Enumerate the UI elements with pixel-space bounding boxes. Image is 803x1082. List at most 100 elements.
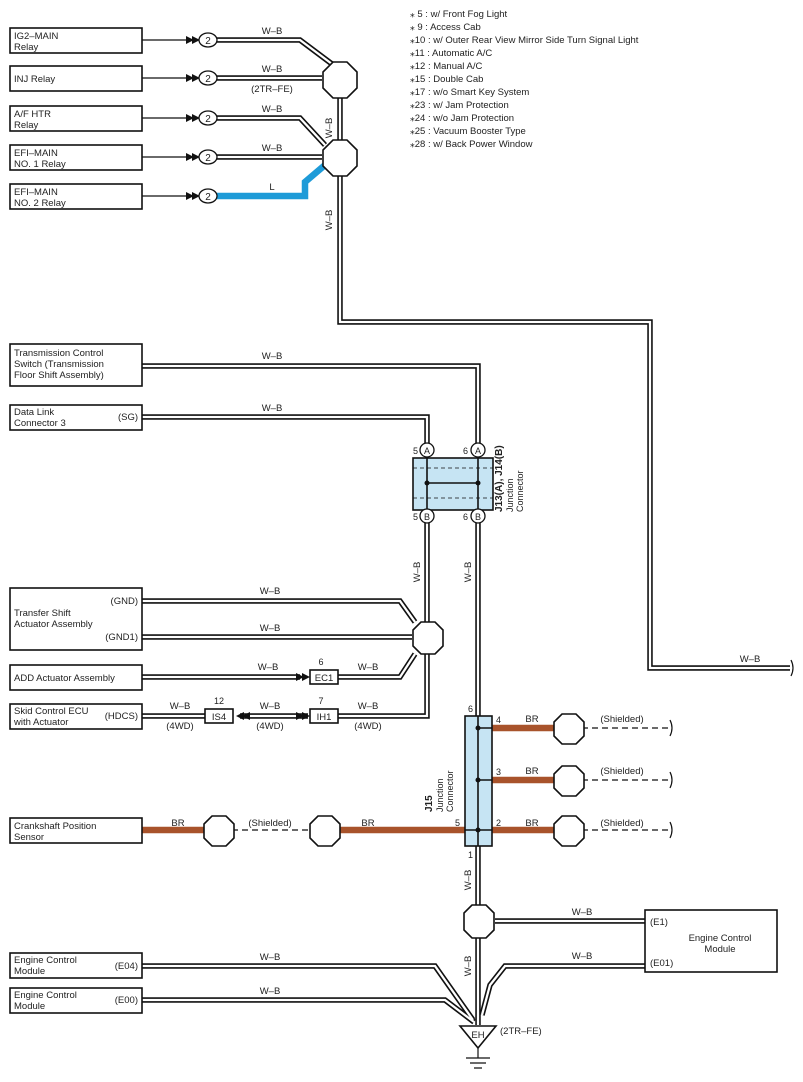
svg-text:J13(A), J14(B): J13(A), J14(B): [494, 445, 505, 512]
splice-lower: [322, 139, 358, 177]
component-engine-control-module-right: (E1) (E01) Engine Control Module: [644, 909, 778, 973]
svg-text:Junction: Junction: [435, 778, 445, 812]
svg-text:EH: EH: [471, 1030, 484, 1041]
legend-line: ⁎ 5 : w/ Front Fog Light: [410, 9, 508, 20]
component-transfer-shift-actuator: Transfer Shift Actuator Assembly (GND) (…: [9, 587, 143, 651]
legend-line: ⁎25 : Vacuum Booster Type: [410, 126, 526, 137]
svg-text:B: B: [424, 512, 430, 522]
shield-splice: [553, 815, 585, 847]
svg-text:IG2–MAIN: IG2–MAIN: [14, 31, 58, 42]
svg-text:NO. 1 Relay: NO. 1 Relay: [14, 159, 66, 170]
component-efi-main-no1-relay: EFI–MAIN NO. 1 Relay: [9, 144, 143, 171]
svg-text:6: 6: [318, 657, 323, 667]
svg-text:A: A: [475, 446, 481, 456]
svg-text:Module: Module: [704, 944, 735, 955]
svg-text:(HDCS): (HDCS): [105, 711, 138, 722]
junction-connector-j15: 6 4 3 2 5 1 J15 Junction Connector: [424, 704, 501, 860]
legend-line: ⁎15 : Double Cab: [410, 74, 483, 85]
svg-text:5: 5: [455, 818, 460, 828]
relay-pins: 2 2 2 2 2: [142, 32, 218, 204]
blue-wire: [216, 162, 328, 200]
junction-connector-j13-j14: A A B B 5 6 5 6 J13(A), J14(B) Junction …: [412, 442, 525, 524]
svg-text:2: 2: [205, 114, 211, 125]
svg-text:EFI–MAIN: EFI–MAIN: [14, 148, 58, 159]
relay-pin-inj: 2: [186, 70, 218, 86]
svg-text:6: 6: [468, 704, 473, 714]
svg-text:W–B: W–B: [262, 143, 283, 154]
svg-text:W–B: W–B: [463, 956, 474, 977]
svg-text:W–B: W–B: [258, 662, 279, 673]
svg-text:A: A: [424, 446, 430, 456]
legend-line: ⁎12 : Manual A/C: [410, 61, 482, 72]
svg-text:3: 3: [496, 767, 501, 777]
inline-connector-ec1: EC1 6: [296, 657, 339, 685]
svg-text:Relay: Relay: [14, 42, 39, 53]
svg-text:Floor Shift Assembly): Floor Shift Assembly): [14, 370, 104, 381]
svg-text:BR: BR: [171, 818, 184, 829]
svg-text:Transfer Shift: Transfer Shift: [14, 608, 71, 619]
component-inj-relay: INJ Relay: [9, 65, 143, 92]
legend-line: ⁎ 9 : Access Cab: [410, 22, 481, 33]
shield-splice: [553, 713, 585, 745]
svg-text:W–B: W–B: [572, 951, 593, 962]
svg-text:1: 1: [468, 850, 473, 860]
svg-text:(E04): (E04): [115, 961, 138, 972]
component-skid-control-ecu: Skid Control ECU with Actuator (HDCS): [9, 703, 143, 730]
relay-pin-efi1: 2: [186, 149, 218, 165]
svg-text:Junction: Junction: [505, 478, 515, 512]
svg-text:6: 6: [463, 512, 468, 522]
svg-text:12: 12: [214, 696, 224, 706]
svg-text:Relay: Relay: [14, 120, 39, 131]
svg-text:with Actuator: with Actuator: [13, 717, 68, 728]
svg-text:W–B: W–B: [740, 654, 761, 665]
svg-text:W–B: W–B: [260, 952, 281, 963]
svg-text:Connector 3: Connector 3: [14, 418, 66, 429]
svg-text:W–B: W–B: [260, 986, 281, 997]
splice-points: [203, 61, 585, 939]
svg-text:(2TR–FE): (2TR–FE): [251, 84, 293, 95]
svg-text:BR: BR: [525, 766, 538, 777]
svg-text:W–B: W–B: [324, 210, 335, 231]
svg-text:Engine Control: Engine Control: [689, 933, 752, 944]
svg-text:2: 2: [205, 36, 211, 47]
svg-text:Skid Control ECU: Skid Control ECU: [14, 706, 89, 717]
svg-text:(GND): (GND): [111, 596, 138, 607]
svg-text:Switch (Transmission: Switch (Transmission: [14, 359, 104, 370]
svg-text:W–B: W–B: [412, 562, 423, 583]
svg-text:(E01): (E01): [650, 958, 673, 969]
svg-text:W–B: W–B: [260, 623, 281, 634]
svg-text:(E1): (E1): [650, 917, 668, 928]
svg-text:INJ Relay: INJ Relay: [14, 74, 55, 85]
svg-text:Connector: Connector: [445, 770, 455, 812]
svg-text:W–B: W–B: [262, 64, 283, 75]
svg-text:W–B: W–B: [262, 403, 283, 414]
svg-text:W–B: W–B: [324, 118, 335, 139]
wire-break-marks: [669, 659, 794, 839]
splice-upper: [322, 61, 358, 99]
svg-text:EC1: EC1: [315, 673, 333, 684]
relay-pin-ig2: 2: [186, 32, 218, 48]
svg-text:(2TR–FE): (2TR–FE): [500, 1026, 542, 1037]
svg-text:BR: BR: [525, 818, 538, 829]
wire-harness: [142, 37, 790, 1025]
svg-text:BR: BR: [525, 714, 538, 725]
svg-text:5: 5: [413, 446, 418, 456]
svg-text:2: 2: [496, 818, 501, 828]
svg-text:5: 5: [413, 512, 418, 522]
svg-text:Connector: Connector: [515, 470, 525, 512]
legend-line: ⁎10 : w/ Outer Rear View Mirror Side Tur…: [410, 35, 639, 46]
svg-text:Data Link: Data Link: [14, 407, 54, 418]
svg-text:L: L: [269, 182, 274, 193]
inline-connector-ih1: IH1 7: [296, 696, 339, 724]
svg-text:W–B: W–B: [572, 907, 593, 918]
svg-text:(4WD): (4WD): [166, 721, 193, 732]
svg-text:A/F HTR: A/F HTR: [14, 109, 51, 120]
svg-text:Engine Control: Engine Control: [14, 990, 77, 1001]
svg-text:NO. 2 Relay: NO. 2 Relay: [14, 198, 66, 209]
svg-text:W–B: W–B: [358, 662, 379, 673]
relay-pin-efi2: 2: [186, 188, 218, 204]
svg-text:(Shielded): (Shielded): [600, 714, 643, 725]
svg-text:J15: J15: [424, 795, 435, 812]
wire-labels: W–B W–B (2TR–FE) W–B W–B L W–B W–B W–B W…: [166, 26, 760, 997]
